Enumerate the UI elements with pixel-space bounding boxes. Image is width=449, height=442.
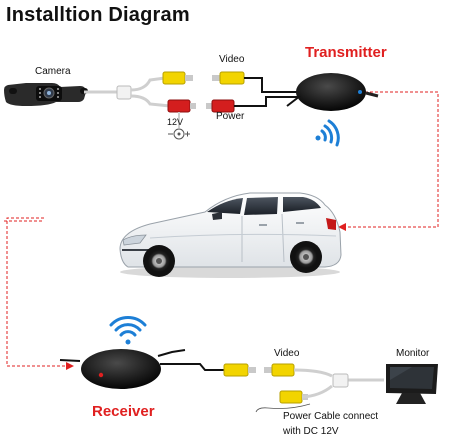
camera-label: Camera bbox=[35, 66, 71, 77]
voltage-label: 12V bbox=[167, 117, 184, 127]
video-label-top: Video bbox=[219, 54, 245, 65]
receiver-cables bbox=[59, 349, 224, 371]
camera-power-plug bbox=[167, 99, 196, 113]
power-note-line1: Power Cable connect bbox=[283, 411, 379, 422]
arrow-to-car-icon bbox=[338, 223, 346, 231]
transmitter-icon bbox=[286, 73, 379, 111]
monitor-label: Monitor bbox=[396, 348, 430, 359]
power-label: Power bbox=[216, 111, 245, 122]
transmitter-label: Transmitter bbox=[305, 44, 387, 61]
monitor-cable-junction bbox=[332, 373, 349, 388]
signal-path bbox=[4, 91, 439, 367]
cable-junction bbox=[116, 85, 132, 100]
monitor-video-plug bbox=[264, 363, 295, 377]
transmitter-video-plug bbox=[212, 71, 245, 85]
power-note-line2: with DC 12V bbox=[283, 426, 339, 437]
car-icon bbox=[119, 192, 342, 278]
diagram-title: Installtion Diagram bbox=[6, 4, 190, 26]
camera-video-plug bbox=[162, 71, 193, 85]
wifi-icon bbox=[315, 119, 340, 147]
receiver-wifi-icon bbox=[109, 315, 147, 345]
receiver-video-plug bbox=[223, 363, 256, 377]
transmitter-cables bbox=[234, 77, 300, 107]
video-label-bottom: Video bbox=[274, 348, 300, 359]
receiver-icon bbox=[81, 349, 161, 389]
receiver-label: Receiver bbox=[92, 403, 155, 420]
power-plug-icon bbox=[168, 112, 190, 140]
camera-icon bbox=[4, 83, 88, 106]
monitor-icon bbox=[386, 364, 438, 404]
arrow-to-receiver-icon bbox=[66, 362, 74, 370]
power-note-pointer bbox=[255, 403, 311, 413]
monitor-cables bbox=[293, 368, 384, 399]
